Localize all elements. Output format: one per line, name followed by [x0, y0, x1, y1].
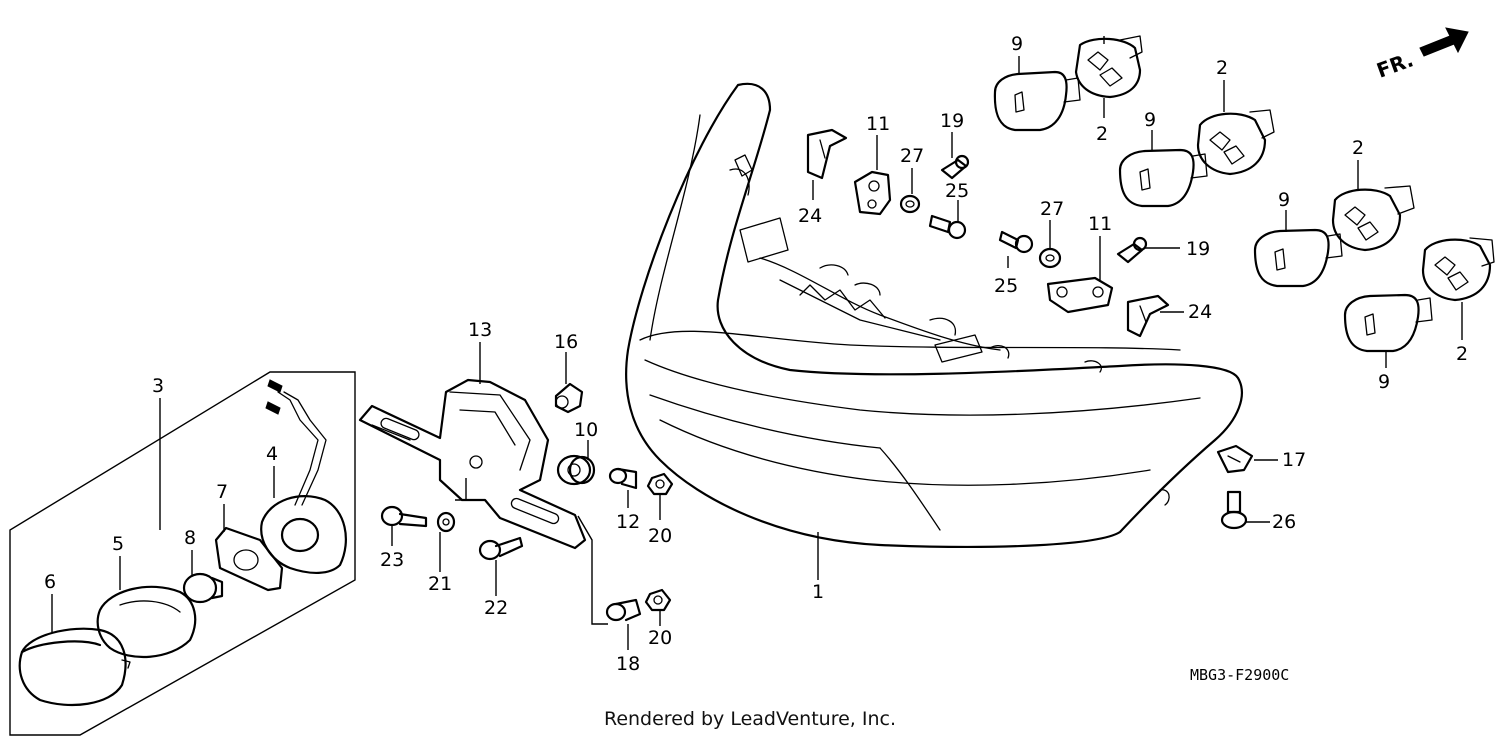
front-arrow-icon [1419, 27, 1469, 57]
callout-10: 10 [574, 419, 598, 441]
callout-7: 7 [216, 481, 228, 503]
bulb-socket-group-2 [1118, 109, 1275, 208]
callout-19: 19 [940, 110, 964, 132]
collar-18-leader [577, 515, 608, 625]
callout-24: 24 [1188, 301, 1212, 323]
callout-21: 21 [428, 573, 452, 595]
credit-footer: Rendered by LeadVenture, Inc. [603, 708, 897, 730]
callout-18: 18 [616, 653, 640, 675]
front-direction-marker: FR. [1373, 27, 1469, 83]
callout-11: 11 [1088, 213, 1112, 235]
front-direction-label: FR. [1373, 47, 1416, 82]
washer-21 [436, 511, 456, 533]
leader-lines [51, 36, 1463, 650]
washer-lower [1038, 247, 1062, 269]
stay-bracket-lower [1126, 294, 1170, 338]
callout-2: 2 [1216, 57, 1228, 79]
callout-27: 27 [900, 145, 924, 167]
callout-27: 27 [1040, 198, 1064, 220]
stay-bracket-upper [806, 128, 848, 180]
callout-9: 9 [1144, 109, 1156, 131]
callout-17: 17 [1282, 449, 1306, 471]
callout-1: 1 [812, 581, 824, 603]
nut-20-upper [646, 472, 674, 496]
callout-11: 11 [866, 113, 890, 135]
license-light-cover [18, 627, 131, 707]
screw-upper [940, 154, 970, 180]
callout-25: 25 [945, 180, 969, 202]
callout-16: 16 [554, 331, 578, 353]
license-light-bracket [358, 378, 587, 550]
callout-9: 9 [1378, 371, 1390, 393]
callout-labels: 1 2 2 2 2 2 3 4 5 6 7 8 9 9 9 9 10 11 11… [44, 33, 1468, 675]
collar-12 [608, 467, 638, 490]
callout-6: 6 [44, 571, 56, 593]
bolt-upper [928, 214, 967, 240]
bulb-socket-group-1 [993, 35, 1143, 132]
callout-25: 25 [994, 275, 1018, 297]
callout-22: 22 [484, 597, 508, 619]
tail-light-housing [625, 82, 1243, 549]
grommet-10 [556, 454, 596, 486]
callout-9: 9 [1011, 33, 1023, 55]
bolt-22 [478, 536, 524, 561]
setting-plate-upper [853, 170, 892, 216]
callout-4: 4 [266, 443, 278, 465]
callout-23: 23 [380, 549, 404, 571]
screw-lower [1116, 236, 1148, 264]
license-light-bulb [182, 572, 224, 604]
cushion-16 [554, 382, 584, 414]
license-light-lens [96, 585, 197, 659]
callout-20: 20 [648, 627, 672, 649]
callout-19: 19 [1186, 238, 1210, 260]
nut-clip [1216, 444, 1254, 474]
callout-2: 2 [1096, 123, 1108, 145]
callout-2: 2 [1352, 137, 1364, 159]
bulb-socket-group-4 [1343, 237, 1495, 353]
callout-3: 3 [152, 375, 164, 397]
callout-12: 12 [616, 511, 640, 533]
bolt-lower [998, 230, 1034, 254]
callout-24: 24 [798, 205, 822, 227]
callout-26: 26 [1272, 511, 1296, 533]
collar-18 [605, 598, 642, 622]
callout-13: 13 [468, 319, 492, 341]
nut-20-lower [644, 588, 672, 612]
callout-20: 20 [648, 525, 672, 547]
flange-bolt-26 [1220, 490, 1248, 530]
diagram-code: MBG3-F2900C [1190, 666, 1289, 684]
license-light-gasket [214, 526, 284, 592]
callout-8: 8 [184, 527, 196, 549]
setting-plate-lower [1046, 276, 1114, 314]
license-light-assembly-box [9, 371, 356, 736]
callout-9: 9 [1278, 189, 1290, 211]
callout-5: 5 [112, 533, 124, 555]
bulb-socket-group-3 [1253, 185, 1415, 288]
washer-upper [899, 194, 921, 214]
bolt-23 [380, 505, 428, 528]
callout-2: 2 [1456, 343, 1468, 365]
